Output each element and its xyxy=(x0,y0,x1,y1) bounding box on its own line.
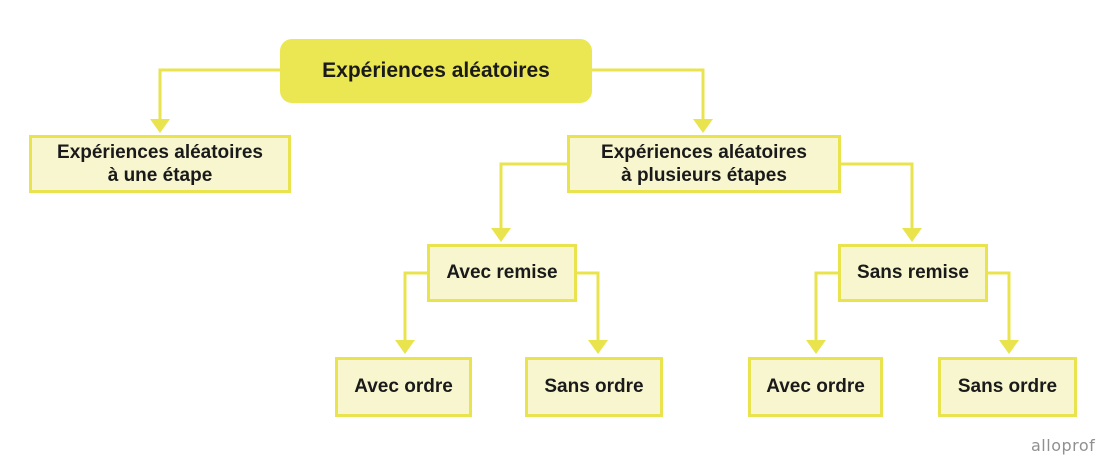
connector-sans-remise-to-sans-ordre xyxy=(988,271,1011,341)
node-label-line2: à plusieurs étapes xyxy=(621,165,787,186)
arrowhead-avec-remise xyxy=(491,228,511,242)
connector-sans-remise-to-avec-ordre xyxy=(814,271,838,341)
node-avec-ordre-droite: Avec ordre xyxy=(748,357,883,417)
node-experiences-aleatoires: Expériences aléatoires xyxy=(280,39,592,103)
node-label: Avec ordre xyxy=(766,376,865,398)
node-label-line1: Expériences aléatoires xyxy=(601,141,807,163)
arrowhead-sans-remise xyxy=(902,228,922,242)
node-sans-remise: Sans remise xyxy=(838,244,988,302)
connector-avec-remise-to-avec-ordre xyxy=(403,271,427,341)
node-avec-ordre-gauche: Avec ordre xyxy=(335,357,472,417)
arrowhead-avec-ordre-droite xyxy=(806,340,826,354)
connector-root-to-plusieurs-etapes xyxy=(592,68,705,120)
connector-plusieurs-to-avec-remise xyxy=(499,162,567,229)
connector-avec-remise-to-sans-ordre xyxy=(577,271,600,341)
node-sans-ordre-gauche: Sans ordre xyxy=(525,357,663,417)
node-label-line1: Expériences aléatoires xyxy=(57,141,263,163)
node-label: Sans ordre xyxy=(957,376,1058,398)
arrowhead-plusieurs-etapes xyxy=(693,119,713,133)
node-label: Sans ordre xyxy=(544,376,644,398)
node-plusieurs-etapes: Expériences aléatoires à plusieurs étape… xyxy=(567,135,841,193)
node-avec-remise: Avec remise xyxy=(427,244,577,302)
node-label: Avec ordre xyxy=(354,376,453,398)
connector-plusieurs-to-sans-remise xyxy=(841,162,914,229)
connector-root-to-une-etape xyxy=(158,68,280,120)
node-label: Sans remise xyxy=(857,262,969,284)
node-label: Expériences aléatoires xyxy=(322,59,550,83)
arrowhead-sans-ordre-gauche xyxy=(588,340,608,354)
arrowhead-une-etape xyxy=(150,119,170,133)
node-label-line2: à une étape xyxy=(107,165,213,186)
arrowhead-sans-ordre-droite xyxy=(999,340,1019,354)
node-label: Avec remise xyxy=(446,262,558,284)
arrowhead-avec-ordre-gauche xyxy=(395,340,415,354)
node-une-etape: Expériences aléatoires à une étape xyxy=(29,135,291,193)
node-sans-ordre-droite: Sans ordre xyxy=(938,357,1077,417)
alloprof-logo: alloprof xyxy=(1031,436,1096,455)
